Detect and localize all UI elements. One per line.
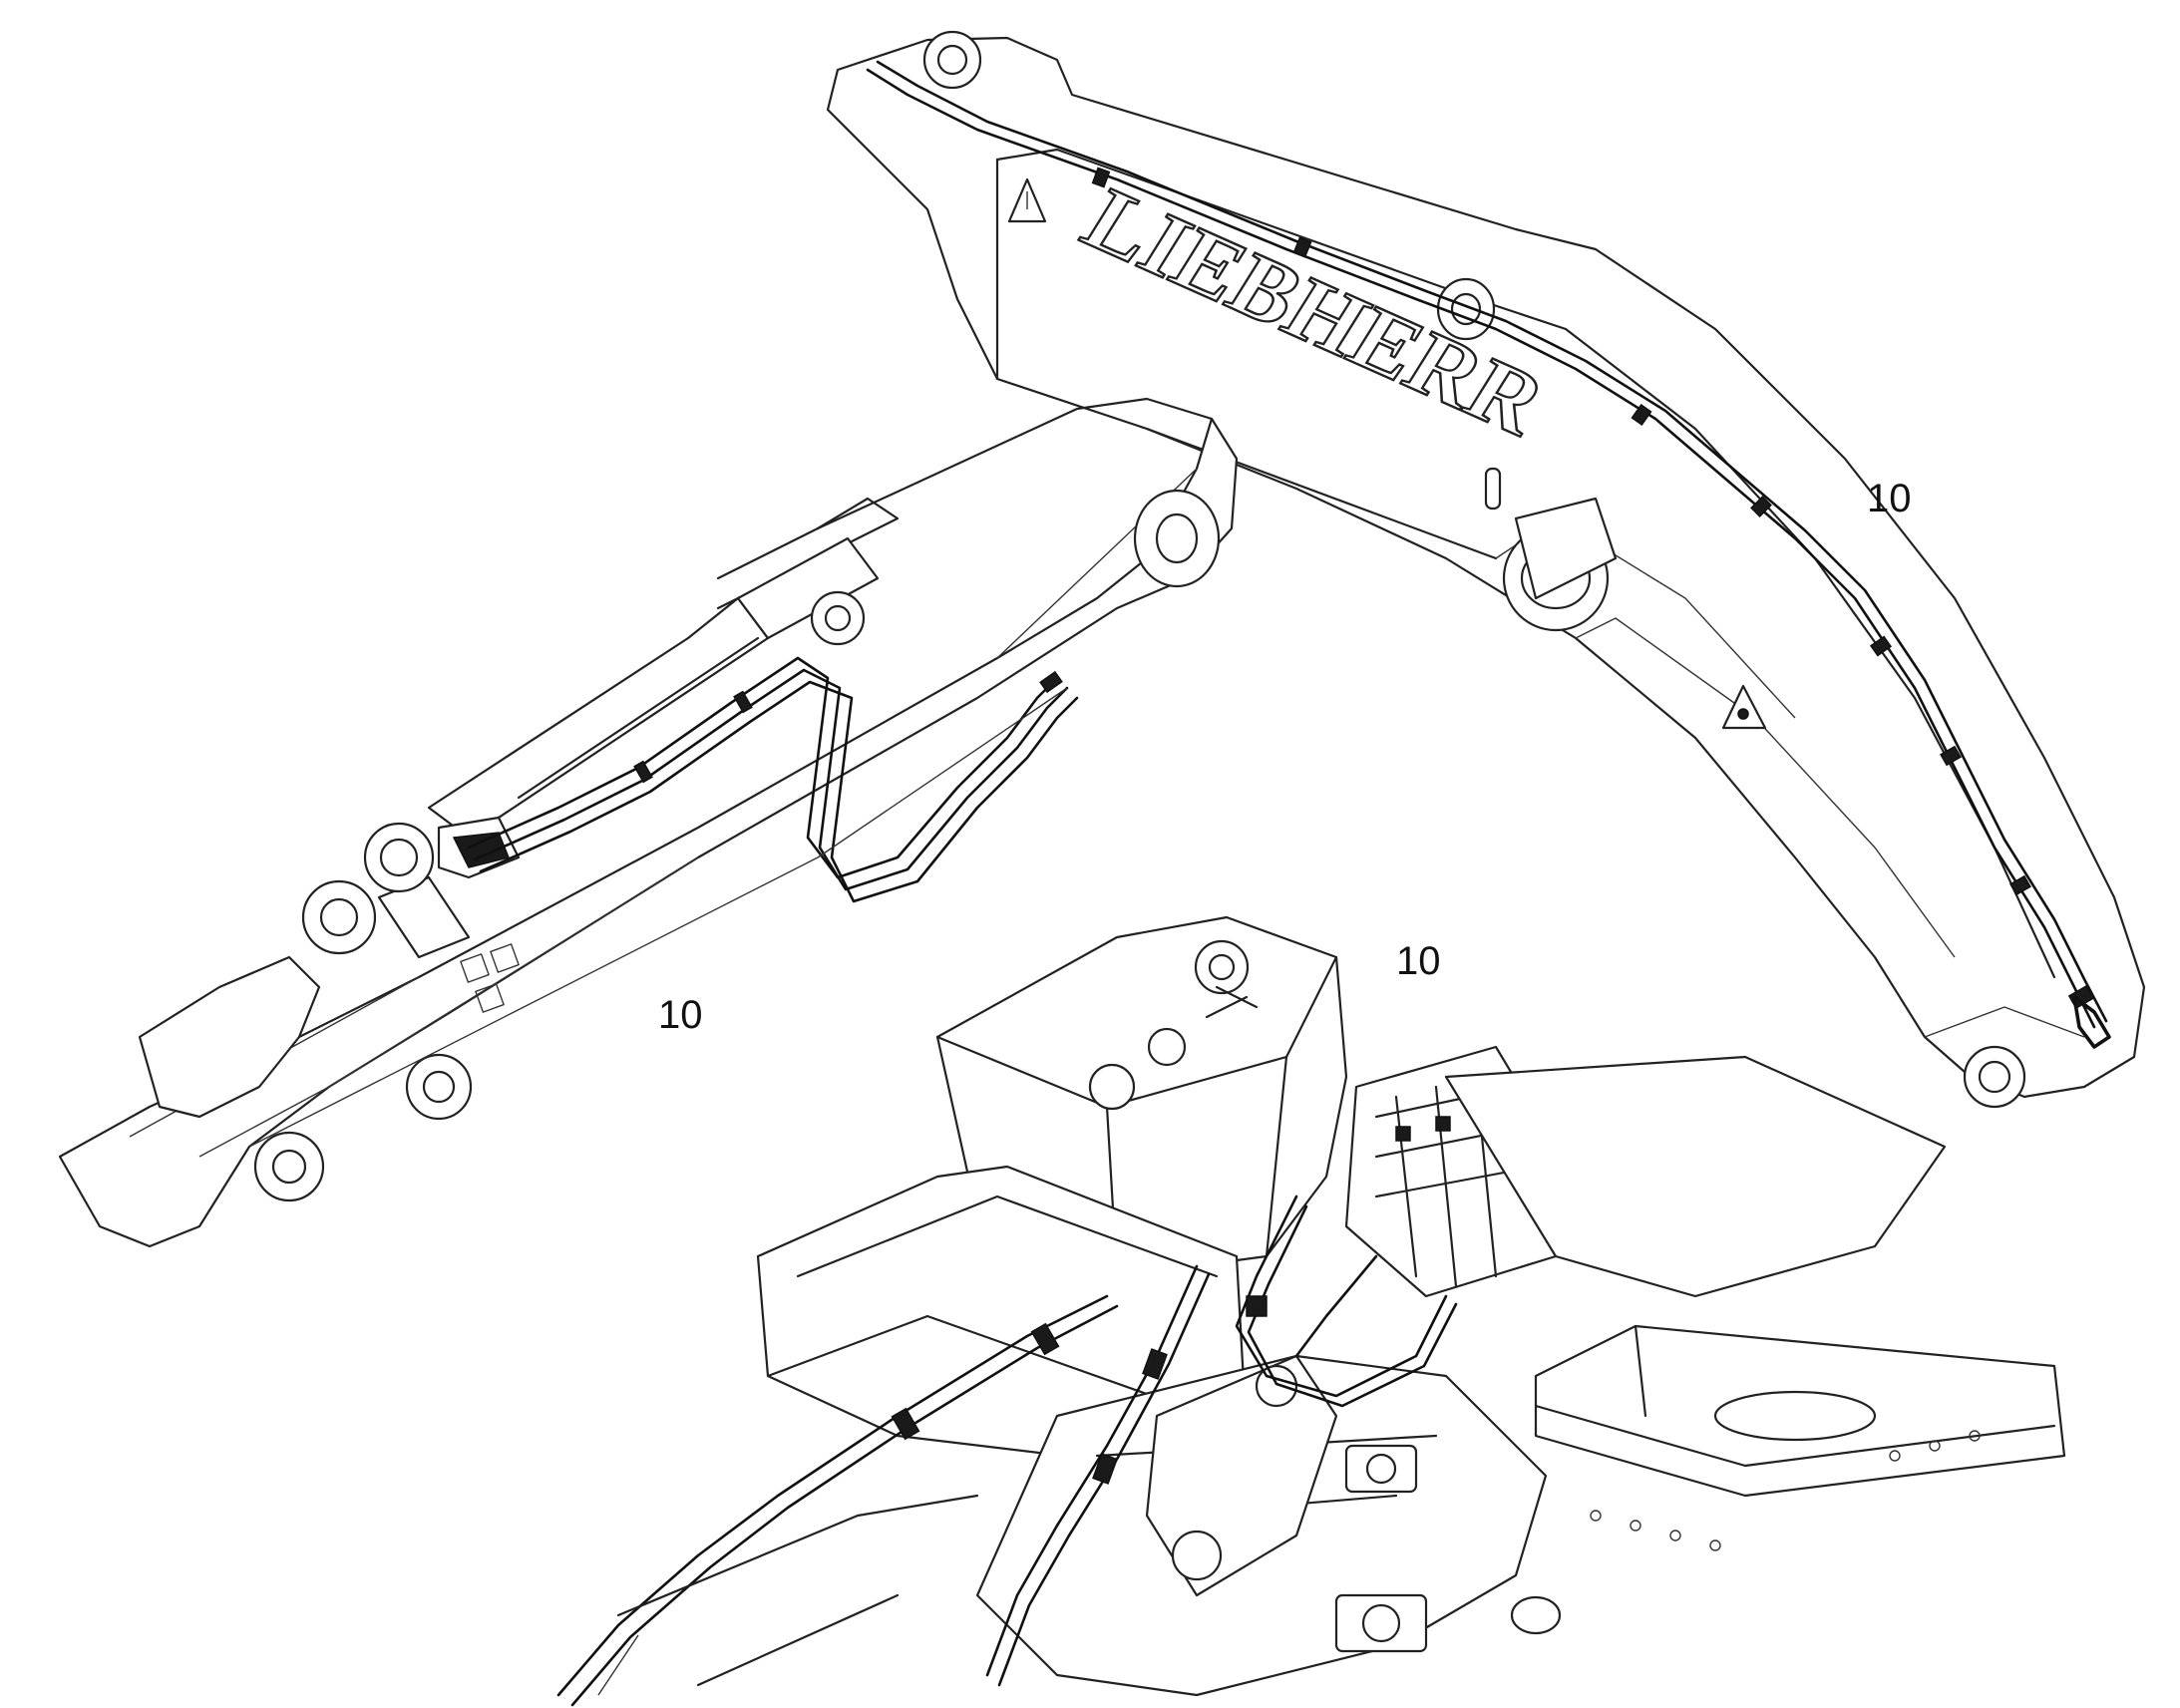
boom-hose-line [866,68,2096,1029]
leader-line-stick [248,687,1068,1148]
stick-body [58,417,1239,1248]
callout-number-stick: 10 [658,993,703,1037]
callout-number-uppercarriage: 10 [1396,939,1441,983]
callout-number-boom: 10 [1867,477,1912,520]
stick-assembly [58,397,1239,1248]
stick-hose-line [467,656,1059,879]
boom-assembly: LIEBHERR [826,30,2146,1109]
uppercarriage-assembly [556,915,2066,1707]
frame-hose-line [556,1294,1109,1697]
